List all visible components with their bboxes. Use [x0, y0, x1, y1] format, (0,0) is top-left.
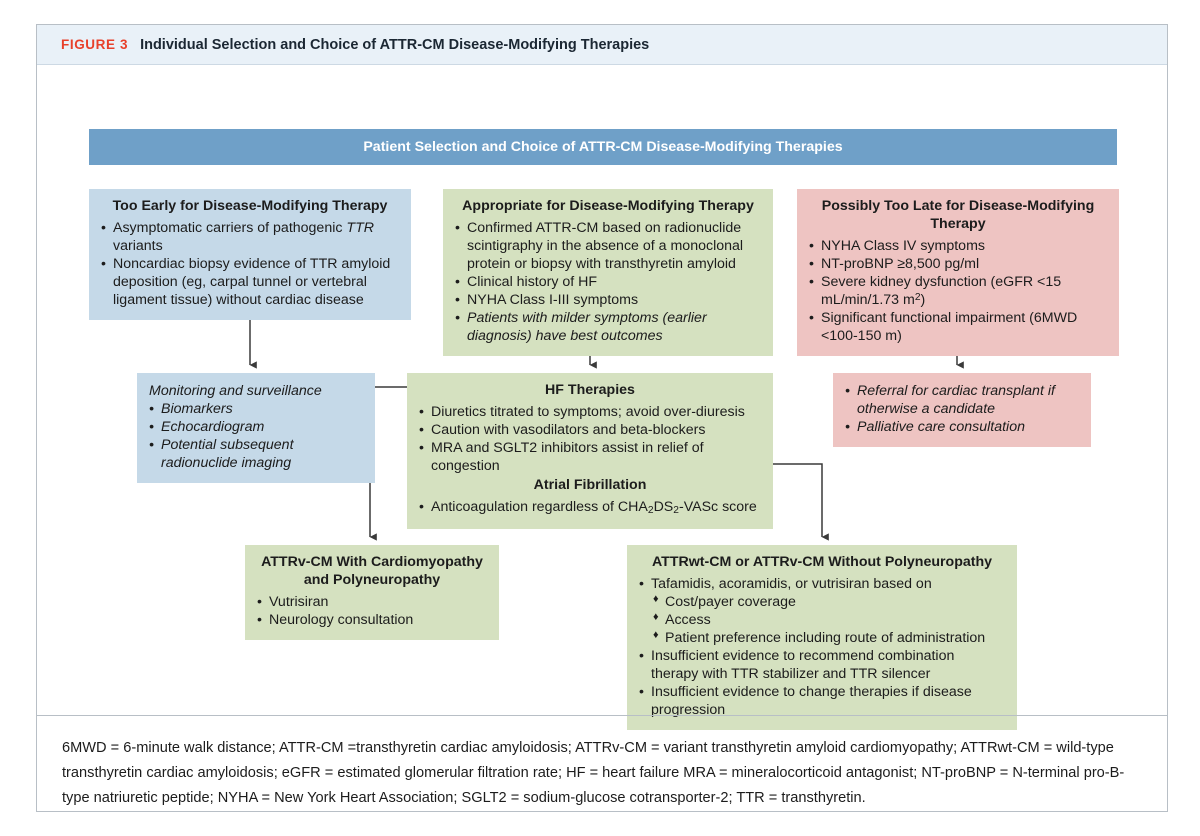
node-too-early-list: Asymptomatic carriers of pathogenic TTR … — [101, 219, 399, 309]
list-item: Vutrisiran — [257, 593, 487, 611]
list-item: Palliative care consultation — [845, 418, 1079, 436]
node-polyneuropathy-heading: ATTRv-CM With Cardiomyopathy and Polyneu… — [261, 554, 483, 588]
list-item: Referral for cardiac transplant if other… — [845, 382, 1079, 418]
node-polyneuropathy-list: Vutrisiran Neurology consultation — [257, 593, 487, 629]
node-too-early: Too Early for Disease-Modifying Therapy … — [89, 189, 411, 320]
diagram-banner-title: Patient Selection and Choice of ATTR-CM … — [89, 129, 1117, 165]
figure-caption-bar: FIGURE 3 Individual Selection and Choice… — [37, 25, 1167, 65]
node-hf-therapies-list: Diuretics titrated to symptoms; avoid ov… — [419, 403, 761, 475]
list-item: Neurology consultation — [257, 611, 487, 629]
list-item: Confirmed ATTR-CM based on radionuclide … — [455, 219, 761, 273]
node-without-polyneuropathy-heading: ATTRwt-CM or ATTRv-CM Without Polyneurop… — [651, 554, 993, 570]
list-item: NYHA Class IV symptoms — [809, 237, 1107, 255]
figure-footnote: 6MWD = 6-minute walk distance; ATTR-CM =… — [37, 715, 1167, 811]
list-item: Access — [653, 611, 1005, 629]
list-item: Caution with vasodilators and beta-block… — [419, 421, 761, 439]
node-hf-therapies: HF Therapies Diuretics titrated to sympt… — [407, 373, 773, 529]
node-monitoring-list: Biomarkers Echocardiogram Potential subs… — [149, 400, 363, 472]
node-polyneuropathy: ATTRv-CM With Cardiomyopathy and Polyneu… — [245, 545, 499, 640]
node-referral: Referral for cardiac transplant if other… — [833, 373, 1091, 448]
figure-title: Individual Selection and Choice of ATTR-… — [140, 36, 650, 53]
node-too-early-heading: Too Early for Disease-Modifying Therapy — [112, 198, 388, 214]
list-item: Significant functional impairment (6MWD … — [809, 309, 1107, 345]
node-too-late-heading: Possibly Too Late for Disease-Modifying … — [821, 198, 1095, 232]
figure-frame: FIGURE 3 Individual Selection and Choice… — [36, 24, 1168, 812]
list-item: Tafamidis, acoramidis, or vutrisiran bas… — [639, 575, 1005, 593]
flowchart-canvas: Patient Selection and Choice of ATTR-CM … — [37, 65, 1167, 730]
list-item: Patient preference including route of ad… — [653, 629, 1005, 647]
list-item: MRA and SGLT2 inhibitors assist in relie… — [419, 439, 761, 475]
list-item: Echocardiogram — [149, 418, 363, 436]
node-monitoring-heading: Monitoring and surveillance — [149, 383, 322, 399]
node-referral-list: Referral for cardiac transplant if other… — [845, 382, 1079, 436]
list-item: Clinical history of HF — [455, 273, 761, 291]
list-item: Insufficient evidence to change therapie… — [639, 683, 1005, 719]
list-item: Insufficient evidence to recommend combi… — [639, 647, 1005, 683]
figure-number: FIGURE 3 — [61, 37, 129, 52]
node-without-polyneuropathy-sublist: Cost/payer coverage Access Patient prefe… — [653, 593, 1005, 647]
node-appropriate-heading: Appropriate for Disease-Modifying Therap… — [462, 198, 754, 214]
node-atrial-fibrillation-heading: Atrial Fibrillation — [533, 476, 647, 493]
list-item: NYHA Class I-III symptoms — [455, 291, 761, 309]
list-item: Diuretics titrated to symptoms; avoid ov… — [419, 403, 761, 421]
node-appropriate: Appropriate for Disease-Modifying Therap… — [443, 189, 773, 356]
list-item: Potential subsequent radionuclide imagin… — [149, 436, 363, 472]
node-without-polyneuropathy-list: Tafamidis, acoramidis, or vutrisiran bas… — [639, 575, 1005, 593]
node-without-polyneuropathy-list-after: Insufficient evidence to recommend combi… — [639, 647, 1005, 719]
node-atrial-fibrillation-list: Anticoagulation regardless of CHA2DS2-VA… — [419, 498, 761, 518]
node-monitoring: Monitoring and surveillance Biomarkers E… — [137, 373, 375, 484]
list-item: Severe kidney dysfunction (eGFR <15 mL/m… — [809, 273, 1107, 309]
list-item: Patients with milder symptoms (earlier d… — [455, 309, 761, 345]
list-item: NT-proBNP ≥8,500 pg/ml — [809, 255, 1107, 273]
list-item: Biomarkers — [149, 400, 363, 418]
node-too-late-list: NYHA Class IV symptoms NT-proBNP ≥8,500 … — [809, 237, 1107, 345]
node-appropriate-list: Confirmed ATTR-CM based on radionuclide … — [455, 219, 761, 345]
list-item: Asymptomatic carriers of pathogenic TTR … — [101, 219, 399, 255]
list-item: Cost/payer coverage — [653, 593, 1005, 611]
node-too-late: Possibly Too Late for Disease-Modifying … — [797, 189, 1119, 356]
list-item: Noncardiac biopsy evidence of TTR amyloi… — [101, 255, 399, 309]
list-item: Anticoagulation regardless of CHA2DS2-VA… — [419, 498, 761, 518]
node-hf-therapies-heading: HF Therapies — [545, 382, 635, 398]
node-without-polyneuropathy: ATTRwt-CM or ATTRv-CM Without Polyneurop… — [627, 545, 1017, 730]
